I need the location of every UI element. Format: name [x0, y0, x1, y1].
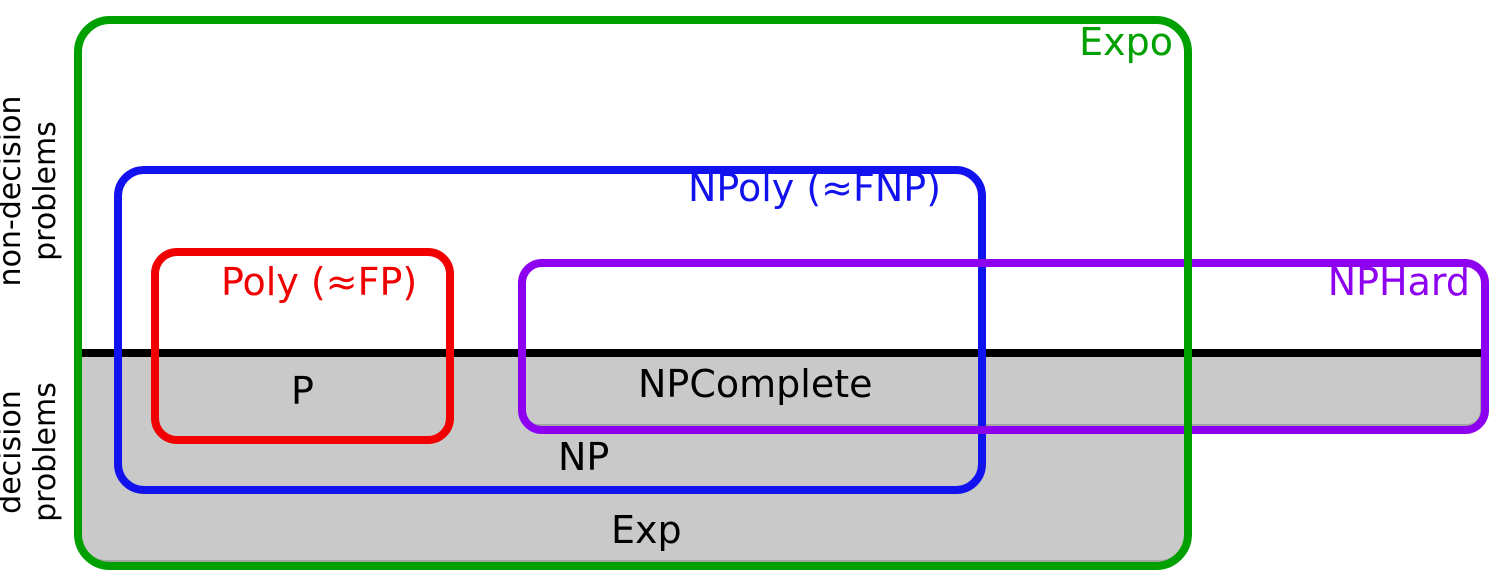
non-decision-problems-label: non-decision problems	[0, 95, 63, 287]
poly-label: Poly (≈FP)	[221, 260, 418, 304]
p-region-label: P	[291, 369, 314, 413]
nphard-box	[518, 259, 1489, 434]
npoly-box	[114, 166, 986, 494]
poly-box	[151, 248, 454, 444]
exp-region-label: Exp	[611, 508, 682, 552]
decision-divider-line	[76, 349, 1488, 357]
npcomplete-region-label: NPComplete	[638, 362, 873, 406]
nphard-decision-region-fill	[522, 353, 1483, 427]
nphard-label: NPHard	[1327, 260, 1470, 304]
npoly-label: NPoly (≈FNP)	[688, 166, 942, 210]
expo-box	[74, 16, 1192, 570]
decision-problems-label: decision problems	[0, 382, 63, 522]
expo-label: Expo	[1079, 20, 1173, 64]
np-region-label: NP	[558, 435, 610, 479]
